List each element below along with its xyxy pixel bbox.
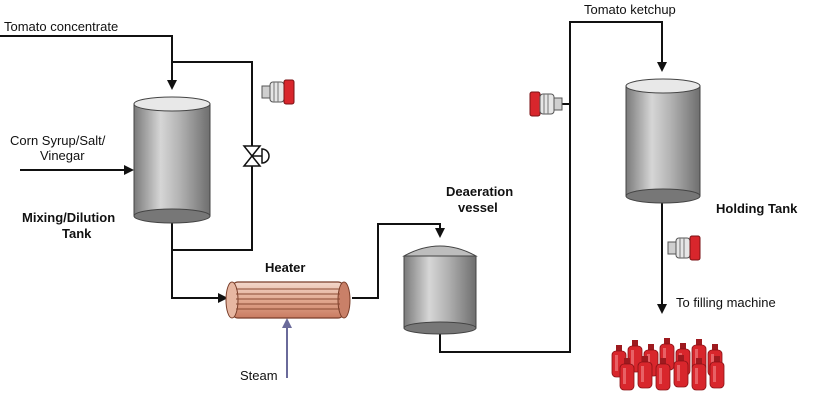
label-corn-syrup-line1: Corn Syrup/Salt/ bbox=[10, 133, 106, 148]
control-valve-icon bbox=[242, 145, 270, 167]
label-corn-syrup-line2: Vinegar bbox=[40, 148, 85, 163]
pump-icon bbox=[261, 79, 295, 105]
ketchup-bottle bbox=[673, 355, 689, 388]
ketchup-bottle bbox=[619, 358, 635, 391]
label-mixing-tank-line2: Tank bbox=[62, 226, 92, 241]
label-deaeration-line1: Deaeration bbox=[446, 184, 513, 199]
pipe-deaerator-to-riser bbox=[439, 21, 667, 353]
ketchup-bottles bbox=[611, 338, 725, 391]
pipe-heater-to-deaerator bbox=[352, 223, 445, 299]
ketchup-bottle bbox=[655, 358, 671, 391]
label-tomato-ketchup: Tomato ketchup bbox=[584, 2, 676, 17]
heater-exchanger bbox=[225, 281, 351, 319]
label-heater: Heater bbox=[265, 260, 305, 275]
pipe-tomato-concentrate bbox=[0, 35, 177, 90]
ketchup-bottle bbox=[637, 356, 653, 389]
ketchup-bottle bbox=[691, 358, 707, 391]
mixing-dilution-tank bbox=[133, 96, 211, 224]
pipe-tank-to-heater bbox=[171, 222, 228, 303]
label-steam: Steam bbox=[240, 368, 278, 383]
ketchup-bottle bbox=[709, 356, 725, 389]
deaeration-vessel bbox=[402, 245, 478, 335]
label-holding-tank: Holding Tank bbox=[716, 201, 798, 216]
label-to-filling-machine: To filling machine bbox=[676, 295, 776, 310]
label-mixing-tank-line1: Mixing/Dilution bbox=[22, 210, 115, 225]
label-tomato-concentrate: Tomato concentrate bbox=[4, 19, 118, 34]
holding-tank bbox=[625, 78, 701, 204]
label-deaeration-line2: vessel bbox=[458, 200, 498, 215]
pump-icon bbox=[667, 235, 701, 261]
pump-icon bbox=[529, 91, 563, 117]
